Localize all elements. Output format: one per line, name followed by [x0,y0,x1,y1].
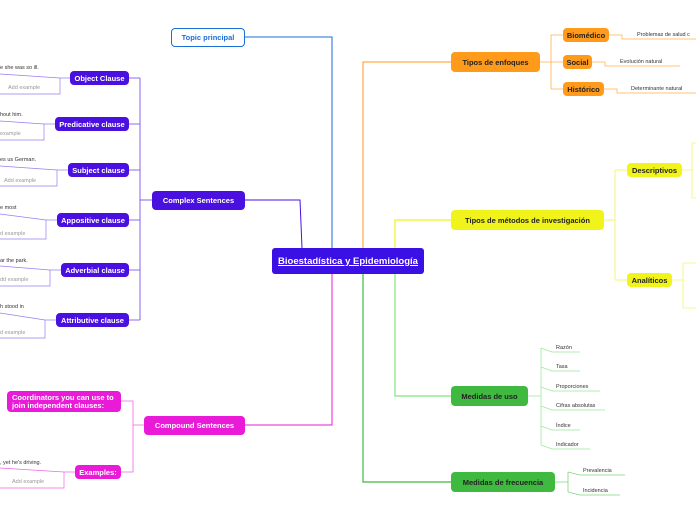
central-topic[interactable]: Bioestadística y Epidemiología [272,248,424,274]
predicative-clause-example: hout him. [0,112,23,118]
uso-item-razon: Razón [556,345,572,351]
subject-clause-add-example[interactable]: Add example [4,178,37,184]
complex-sentences-node[interactable]: Complex Sentences [152,191,245,210]
adverbial-clause-node[interactable]: Adverbial clause [61,263,129,277]
adverbial-clause-example: ar the park. [0,258,28,264]
descriptivos-node[interactable]: Descriptivos [627,163,682,177]
subject-clause-node[interactable]: Subject clause [68,163,129,177]
appositive-clause-example: e most [0,205,17,211]
predicative-clause-node[interactable]: Predicative clause [55,117,129,131]
appositive-clause-node[interactable]: Appositive clause [57,213,129,227]
biomedico-detail: Problemas de salud c [637,32,690,38]
biomedico-node[interactable]: Biomédico [563,28,609,42]
uso-item-indicador: Indicador [556,442,579,448]
attributive-clause-add-example[interactable]: d example [0,330,26,336]
uso-item-proporciones: Proporciones [556,384,589,390]
examples-node[interactable]: Examples: [75,465,121,479]
object-clause-add-example[interactable]: Add example [8,85,41,91]
compound-add-example[interactable]: Add example [12,479,45,485]
uso-item-tasa: Tasa [556,364,568,370]
object-clause-example: e she was so ill. [0,65,39,71]
subject-clause-example: es us German. [0,157,37,163]
attributive-clause-example: h stood in [0,304,24,310]
social-node[interactable]: Social [563,55,592,69]
uso-item-indice: Índice [556,423,571,429]
medidas-de-frecuencia-node[interactable]: Medidas de frecuencia [451,472,555,492]
predicative-clause-add-example[interactable]: example [0,131,21,137]
adverbial-clause-add-example[interactable]: dd example [0,277,29,283]
topic-principal-node[interactable]: Topic principal [171,28,245,47]
compound-example-text: , yet he's driving. [0,460,42,466]
tipos-de-metodos-node[interactable]: Tipos de métodos de investigación [451,210,604,230]
attributive-clause-node[interactable]: Attributive clause [56,313,129,327]
social-detail: Evolución natural [620,59,663,65]
uso-item-cifras-absolutas: Cifras absolutas [556,403,596,409]
frecuencia-item-prevalencia: Prevalencia [583,468,612,474]
tipos-de-enfoques-node[interactable]: Tipos de enfoques [451,52,540,72]
analiticos-node[interactable]: Analíticos [627,273,672,287]
compound-sentences-node[interactable]: Compound Sentences [144,416,245,435]
medidas-de-uso-node[interactable]: Medidas de uso [451,386,528,406]
historico-node[interactable]: Histórico [563,82,604,96]
historico-detail: Determinante natural [631,86,683,92]
appositive-clause-add-example[interactable]: d example [0,231,26,237]
object-clause-node[interactable]: Object Clause [70,71,129,85]
coordinators-node[interactable]: Coordinators you can use to join indepen… [7,391,121,412]
frecuencia-item-incidencia: Incidencia [583,488,608,494]
